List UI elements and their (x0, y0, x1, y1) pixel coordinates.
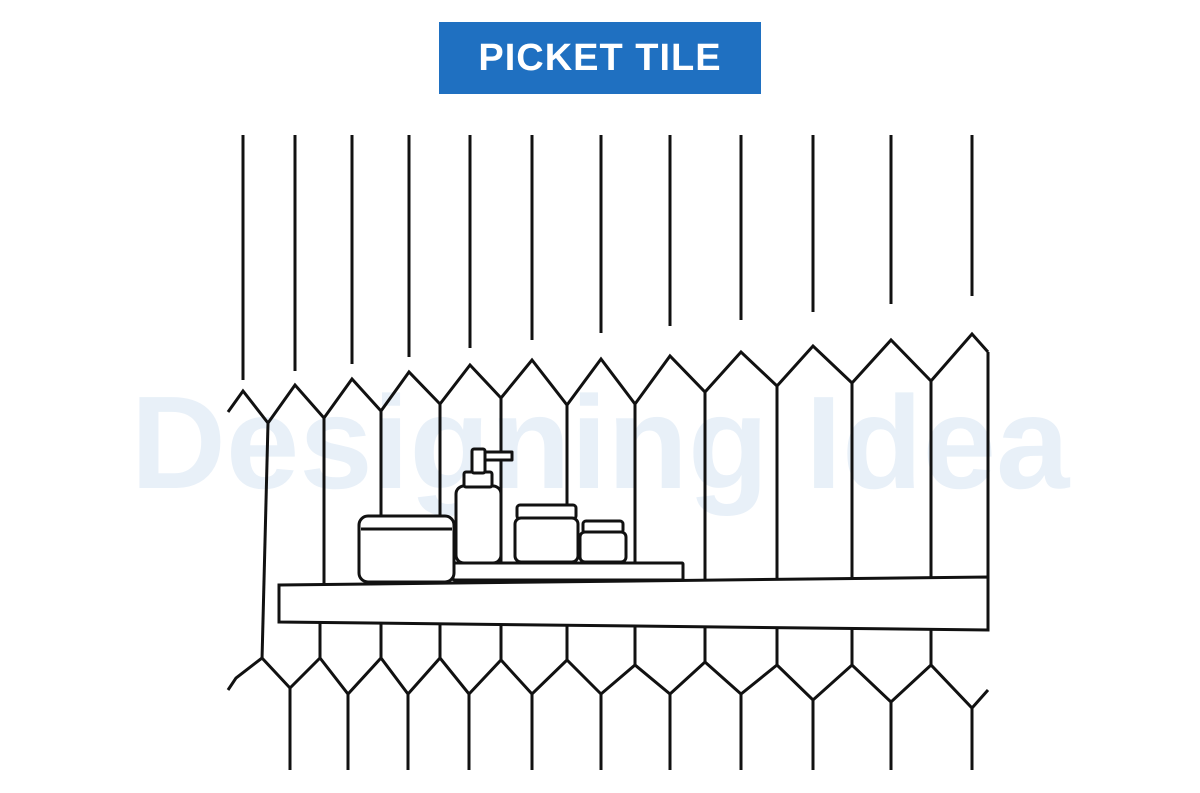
tile-points-lower (226, 655, 990, 711)
toiletries (357, 447, 628, 584)
tile-seam-middle (260, 422, 270, 661)
tile-grid (226, 135, 990, 770)
title-text: PICKET TILE (478, 36, 722, 79)
shelf-tray (451, 561, 685, 582)
shelf-board (277, 575, 990, 632)
title-badge: PICKET TILE (439, 22, 761, 94)
large-jar-body (513, 516, 580, 564)
pump-bottle-nozzle (483, 450, 514, 462)
pump-bottle-body (454, 484, 503, 565)
soap-box (357, 514, 456, 584)
shelf (277, 561, 990, 632)
pump-bottle-stem (470, 447, 487, 475)
small-jar-body (578, 530, 628, 564)
